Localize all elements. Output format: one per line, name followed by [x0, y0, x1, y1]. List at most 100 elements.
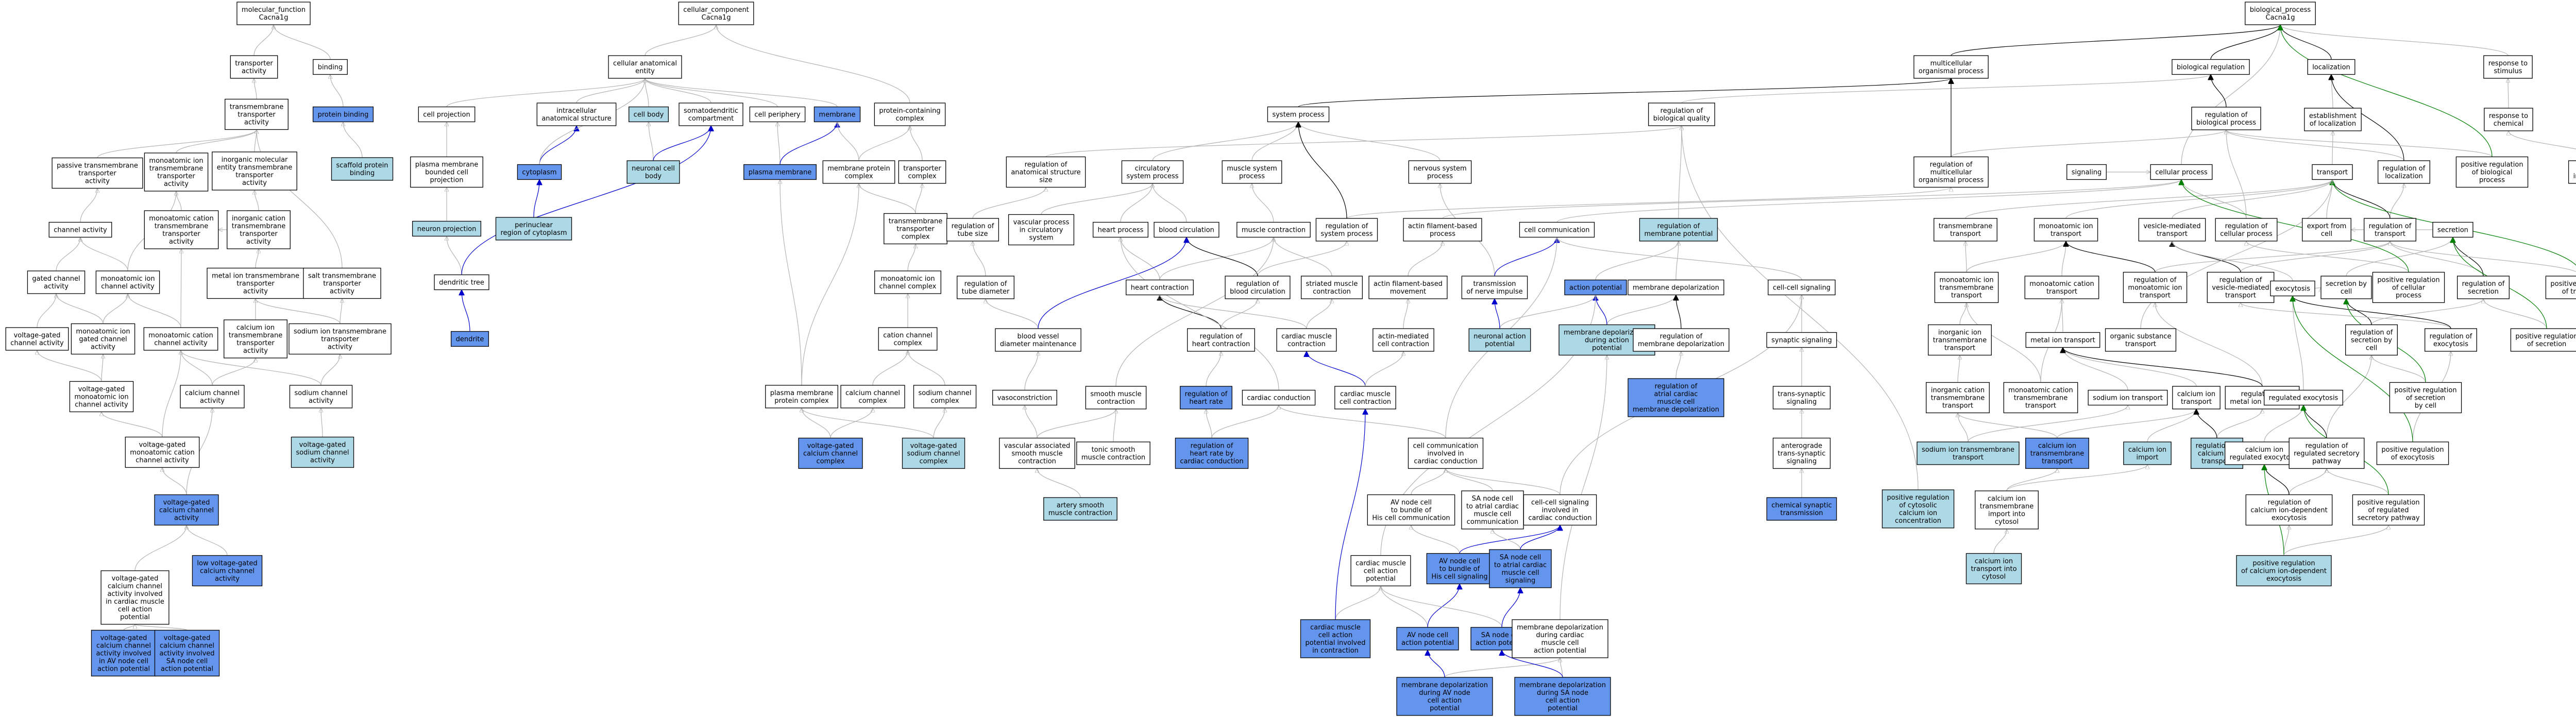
- grey-relation-edge: [1411, 525, 1460, 554]
- grey-relation-edge: [2508, 78, 2509, 109]
- term-label-line: potential: [1430, 705, 1460, 712]
- grey-relation-edge: [1606, 295, 1676, 325]
- term-label-line: entity: [635, 67, 655, 75]
- term-box: [291, 436, 354, 468]
- term-box: [227, 210, 291, 249]
- term-label: cell body: [634, 111, 664, 119]
- grey-relation-edge: [576, 78, 645, 104]
- term-label-line: calcium channel: [200, 568, 255, 575]
- term-label-line: cell action: [118, 606, 152, 613]
- grey-relation-edge: [645, 78, 778, 107]
- term-label: secretion: [2437, 227, 2468, 234]
- term-box: [1489, 549, 1552, 588]
- term-label-line: regulation of: [2268, 499, 2311, 507]
- grey-relation-edge: [1446, 468, 1493, 491]
- term-label-line: membrane depolarization: [1517, 624, 1603, 631]
- term-label-line: monoatomic cation: [2008, 387, 2073, 395]
- term-box: [2245, 2, 2316, 25]
- term-node: membrane depolarization: [1628, 279, 1724, 296]
- grey-relation-edge: [446, 78, 645, 107]
- grey-relation-edge: [1306, 298, 1332, 329]
- term-label: membrane depolarization: [1633, 284, 1719, 292]
- term-label-line: anatomical structure: [1011, 169, 1080, 177]
- grey-relation-edge: [1408, 241, 1443, 277]
- term-label-line: organismal process: [1919, 67, 1984, 75]
- blue-relation-edge: [1428, 650, 1445, 678]
- term-label-line: calcium ion: [1899, 509, 1937, 517]
- grey-relation-edge: [1444, 657, 1560, 678]
- term-label: muscle contraction: [1242, 227, 1306, 234]
- blue-relation-edge: [462, 290, 470, 332]
- blue-relation-edge: [1307, 351, 1366, 387]
- term-box: [874, 103, 946, 126]
- term-label-line: activity involved: [159, 650, 214, 658]
- term-label-line: export from: [2307, 223, 2347, 230]
- term-label-line: heart process: [1098, 227, 1144, 234]
- term-label-line: calcium channel: [96, 642, 151, 650]
- term-label-line: cytosol: [1995, 518, 2019, 526]
- term-node: system process: [1267, 106, 1330, 123]
- term-label-line: organismal process: [1919, 177, 1984, 184]
- term-box: [1408, 160, 1472, 184]
- term-label-line: cell action: [1318, 631, 1353, 639]
- grey-relation-edge: [2371, 355, 2426, 383]
- blue-relation-edge: [1335, 409, 1365, 620]
- term-box: [2024, 276, 2099, 299]
- grey-relation-edge: [1365, 351, 1403, 387]
- blue-relation-edge: [653, 125, 711, 161]
- term-label-line: transmembrane: [149, 165, 204, 173]
- term-label-line: biological_process: [2250, 6, 2311, 14]
- term-box: [303, 267, 381, 299]
- term-label-line: transmembrane: [889, 218, 943, 226]
- term-box: [1913, 55, 1989, 79]
- term-label-line: by cell: [2415, 402, 2436, 410]
- term-box: [2352, 494, 2425, 526]
- term-box: [2245, 494, 2333, 526]
- term-label-line: muscle system: [1227, 165, 1277, 173]
- term-label-line: of localization: [2310, 120, 2356, 128]
- grey-relation-edge: [2181, 25, 2280, 165]
- term-label-line: striated muscle: [1306, 280, 1358, 288]
- term-label-line: activity: [91, 344, 115, 351]
- grey-relation-edge: [1045, 125, 1682, 158]
- term-label-line: system: [1029, 234, 1054, 242]
- grey-relation-edge: [1037, 408, 1116, 438]
- term-label-line: transporter: [321, 336, 359, 344]
- term-box: [1126, 279, 1194, 296]
- term-box: [2105, 328, 2177, 352]
- term-label-line: Cacna1g: [702, 14, 731, 22]
- black-relation-edge: [1187, 237, 1258, 277]
- term-box: [1396, 627, 1459, 651]
- term-box: [1242, 389, 1316, 406]
- term-label-line: cardiac muscle: [1310, 624, 1361, 631]
- term-label-line: contraction: [1287, 340, 1326, 348]
- grey-relation-edge: [1560, 658, 1563, 678]
